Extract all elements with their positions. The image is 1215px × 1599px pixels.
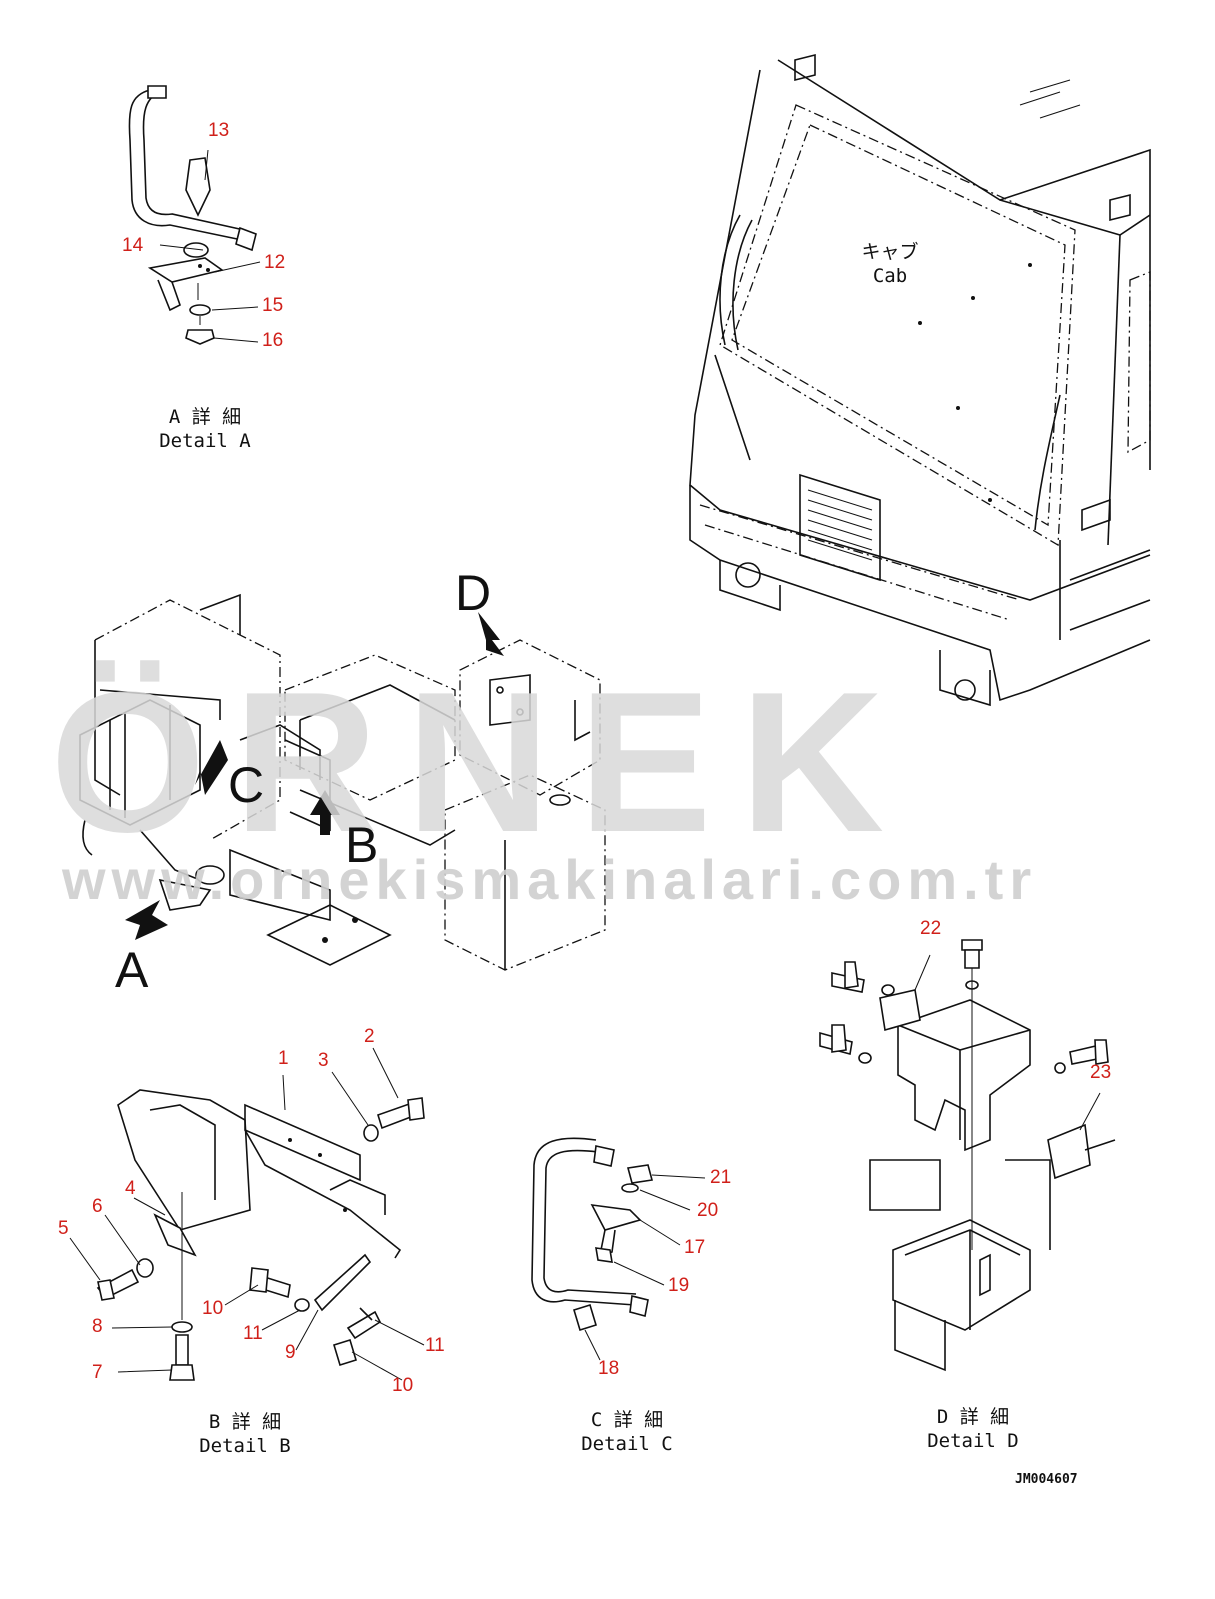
detail-b-caption-jp: B 詳 細	[208, 1411, 282, 1433]
cab-label-jp: キャブ	[861, 241, 919, 263]
watermark-url: www.ornekismakinalari.com.tr	[62, 848, 1038, 911]
callout-6: 6	[92, 1196, 103, 1217]
detail-b-caption: B 詳 細 Detail B	[190, 1410, 300, 1458]
detail-a-caption: A 詳 細 Detail A	[150, 405, 260, 453]
cab-label: キャブ Cab	[840, 240, 940, 288]
detail-a-caption-jp: A 詳 細	[168, 406, 242, 428]
view-letter-d: D	[455, 565, 492, 621]
callout-12: 12	[264, 252, 286, 273]
callout-2: 2	[364, 1026, 375, 1047]
callout-22: 22	[920, 918, 942, 939]
detail-a-caption-en: Detail A	[159, 430, 251, 452]
callout-14: 14	[122, 235, 144, 256]
callout-23: 23	[1090, 1062, 1112, 1083]
detail-d-caption-jp: D 詳 細	[936, 1406, 1010, 1428]
callout-21: 21	[710, 1167, 732, 1188]
detail-c-caption: C 詳 細 Detail C	[572, 1408, 682, 1456]
detail-b-caption-en: Detail B	[199, 1435, 291, 1457]
detail-d-drawing	[819, 939, 1116, 1372]
main-assembly-drawing	[79, 593, 606, 971]
callout-16: 16	[262, 330, 284, 351]
callout-20: 20	[697, 1200, 719, 1221]
callout-18: 18	[598, 1358, 620, 1379]
callout-4: 4	[125, 1178, 136, 1199]
callout-11a: 11	[243, 1323, 263, 1344]
detail-d-caption-en: Detail D	[927, 1430, 1019, 1452]
cab-drawing	[689, 53, 1151, 707]
drawing-code: JM004607	[1015, 1472, 1078, 1487]
view-letter-b: B	[345, 817, 379, 873]
callout-5: 5	[58, 1218, 69, 1239]
detail-d-caption: D 詳 細 Detail D	[918, 1405, 1028, 1453]
callout-11b: 11	[425, 1335, 445, 1356]
callout-19: 19	[668, 1275, 690, 1296]
view-letter-a: A	[115, 942, 149, 998]
detail-c-caption-jp: C 詳 細	[590, 1409, 664, 1431]
callout-10b: 10	[392, 1375, 414, 1396]
callout-1: 1	[278, 1048, 289, 1069]
callout-10a: 10	[202, 1298, 224, 1319]
callout-8: 8	[92, 1316, 103, 1337]
callout-7: 7	[92, 1362, 103, 1383]
callout-17: 17	[684, 1237, 706, 1258]
callout-3: 3	[318, 1050, 329, 1071]
callout-13: 13	[208, 120, 230, 141]
watermark-brand: ÖRNEK	[50, 651, 913, 874]
cab-label-en: Cab	[872, 265, 908, 287]
detail-c-caption-en: Detail C	[581, 1433, 673, 1455]
callout-9: 9	[285, 1342, 296, 1363]
view-letter-c: C	[228, 757, 265, 813]
detail-a-drawing	[128, 85, 261, 345]
detail-c-drawing	[531, 1137, 706, 1361]
detail-b-drawing	[69, 1047, 425, 1381]
callout-15: 15	[262, 295, 284, 316]
